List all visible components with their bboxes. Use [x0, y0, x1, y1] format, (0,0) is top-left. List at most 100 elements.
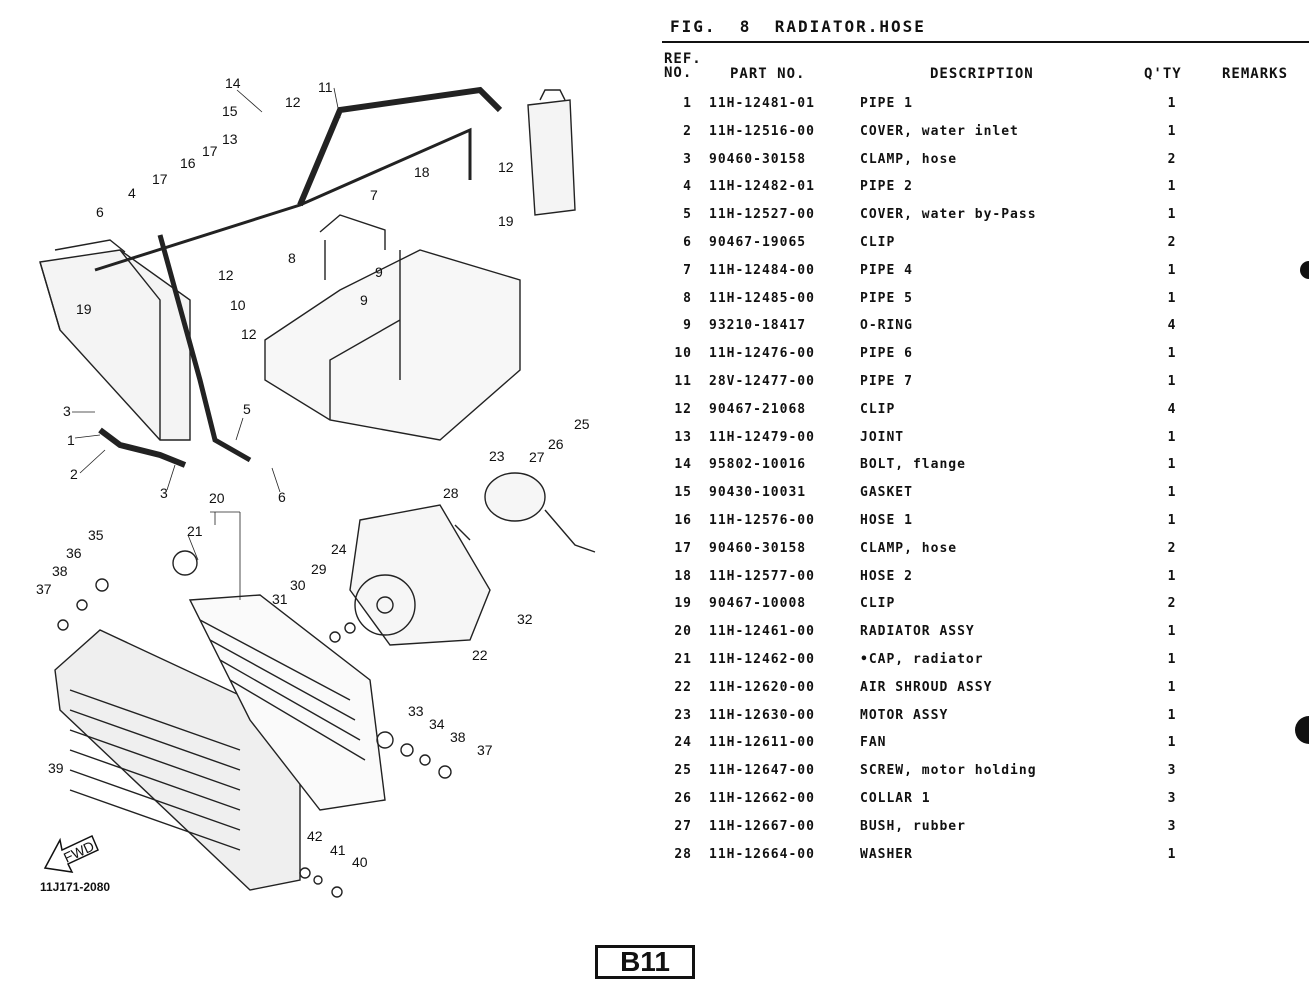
page-label: B11 — [595, 945, 695, 979]
qty-cell: 3 — [1167, 790, 1177, 806]
qty-cell: 4 — [1167, 318, 1177, 334]
callout: 33 — [408, 703, 424, 719]
ref-no-cell: 27 — [674, 818, 692, 834]
callout: 9 — [360, 292, 368, 308]
ref-no-cell: 1 — [683, 96, 692, 111]
qty-cell: 1 — [1167, 290, 1177, 306]
callout: 1 — [67, 432, 75, 448]
qty-cell: 1 — [1167, 624, 1177, 640]
description-cell: PIPE 7 — [860, 373, 913, 389]
callout: 31 — [272, 591, 288, 607]
callout: 42 — [307, 828, 323, 844]
ref-no-cell: 16 — [674, 512, 692, 528]
part-no-cell: 90467-10008 — [709, 596, 807, 612]
qty-cell: 2 — [1167, 234, 1177, 250]
part-no-cell: 11H-12476-00 — [709, 346, 815, 362]
header-ref-line2: NO. — [664, 65, 693, 81]
table-row: 4 11H-12482-01 PIPE 2 1 — [662, 173, 1309, 201]
description-cell: PIPE 2 — [860, 179, 913, 195]
title-rule — [662, 41, 1309, 43]
ref-no-cell: 6 — [683, 234, 692, 250]
description-cell: CLIP — [860, 234, 896, 250]
description-cell: CLAMP, hose — [860, 151, 958, 167]
callout: 5 — [243, 401, 251, 417]
description-cell: JOINT — [860, 429, 905, 445]
description-cell: PIPE 5 — [860, 290, 913, 306]
callout: 29 — [311, 561, 327, 577]
ref-no-cell: 21 — [674, 651, 692, 667]
description-cell: RADIATOR ASSY — [860, 624, 975, 640]
callout: 37 — [477, 742, 493, 758]
ref-no-cell: 4 — [683, 179, 692, 195]
callout: 41 — [330, 842, 346, 858]
qty-cell: 1 — [1167, 568, 1177, 584]
description-cell: CLIP — [860, 401, 896, 417]
qty-cell: 1 — [1167, 262, 1177, 278]
callout: 25 — [574, 416, 590, 432]
part-no-cell: 11H-12611-00 — [709, 735, 815, 751]
callout: 17 — [202, 143, 218, 159]
callout: 40 — [352, 854, 368, 870]
callout: 28 — [443, 485, 459, 501]
part-no-cell: 11H-12485-00 — [709, 290, 815, 306]
callout: 19 — [76, 301, 92, 317]
callout: 11 — [318, 79, 333, 95]
qty-cell: 1 — [1167, 96, 1177, 111]
callout: 15 — [222, 103, 238, 119]
callout: 4 — [128, 185, 136, 201]
header-ref-line1: REF. — [664, 51, 702, 67]
ref-no-cell: 7 — [683, 262, 692, 278]
ref-no-cell: 3 — [683, 151, 692, 167]
description-cell: BOLT, flange — [860, 457, 966, 473]
ref-no-cell: 14 — [674, 457, 692, 473]
callout: 12 — [218, 267, 234, 283]
part-no-cell: 28V-12477-00 — [709, 373, 815, 389]
description-cell: HOSE 2 — [860, 568, 913, 584]
ref-no-cell: 10 — [674, 346, 692, 362]
callout: 6 — [278, 489, 286, 505]
qty-cell: 4 — [1167, 401, 1177, 417]
ref-no-cell: 13 — [674, 429, 692, 445]
callout: 32 — [517, 611, 533, 627]
part-no-cell: 11H-12461-00 — [709, 624, 815, 640]
qty-cell: 1 — [1167, 179, 1177, 195]
part-no-cell: 11H-12516-00 — [709, 123, 815, 139]
qty-cell: 1 — [1167, 846, 1177, 862]
description-cell: COVER, water inlet — [860, 123, 1019, 139]
callout: 35 — [88, 527, 104, 543]
qty-cell: 1 — [1167, 207, 1177, 223]
part-no-cell: 11H-12647-00 — [709, 763, 815, 779]
ref-no-cell: 23 — [674, 707, 692, 723]
figure-title: FIG. 8 RADIATOR.HOSE — [670, 17, 926, 36]
part-no-cell: 11H-12482-01 — [709, 179, 815, 195]
qty-cell: 1 — [1167, 346, 1177, 362]
ref-no-cell: 24 — [674, 735, 692, 751]
ref-no-cell: 26 — [674, 790, 692, 806]
forward-arrow-icon: FWD — [43, 834, 99, 873]
ref-no-cell: 22 — [674, 679, 692, 695]
description-cell: CLAMP, hose — [860, 540, 958, 556]
callout: 38 — [450, 729, 466, 745]
description-cell: SCREW, motor holding — [860, 763, 1037, 779]
callout: 19 — [498, 213, 514, 229]
qty-cell: 1 — [1167, 651, 1177, 667]
callout: 37 — [36, 581, 52, 597]
description-cell: CLIP — [860, 596, 896, 612]
callout: 27 — [529, 449, 545, 465]
ref-no-cell: 19 — [674, 596, 692, 612]
